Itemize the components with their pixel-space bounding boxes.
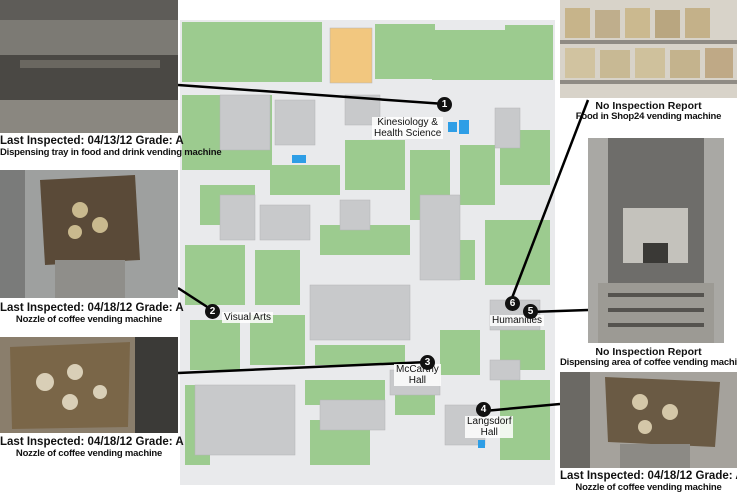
- photo-2-caption: Last Inspected: 04/18/12 Grade: A Nozzle…: [0, 302, 184, 326]
- marker-1[interactable]: 1: [437, 97, 452, 112]
- building-label-langsdorf: Langsdorf Hall: [465, 416, 514, 438]
- marker-4[interactable]: 4: [476, 402, 491, 417]
- marker-6[interactable]: 6: [505, 296, 520, 311]
- photo-4-caption: No Inspection Report Food in Shop24 vend…: [575, 100, 722, 123]
- building-label-humanities: Humanities: [490, 315, 545, 326]
- marker-5[interactable]: 5: [523, 304, 538, 319]
- water: [292, 120, 485, 448]
- marker-3[interactable]: 3: [420, 355, 435, 370]
- photo-3-caption: Last Inspected: 04/18/12 Grade: A Nozzle…: [0, 436, 184, 460]
- buildings: [194, 27, 541, 456]
- leader-lines: [177, 83, 590, 413]
- photo-5-caption: No Inspection Report Dispensing area of …: [560, 346, 737, 369]
- building-label-mccarthy: McCarthy Hall: [394, 364, 441, 386]
- photo-coffee-nozzle-3: [0, 337, 178, 433]
- photo-6-caption: Last Inspected: 04/18/12 Grade: A Nozzle…: [560, 470, 737, 494]
- photo-coffee-dispensing-area: [588, 138, 724, 343]
- building-label-visual-arts: Visual Arts: [222, 312, 274, 323]
- building-label-kinesiology: Kinesiology & Health Science: [372, 117, 444, 139]
- photo-coffee-nozzle-2: [0, 170, 178, 298]
- marker-2[interactable]: 2: [205, 304, 220, 319]
- photo-1-caption: Last Inspected: 04/13/12 Grade: A Dispen…: [0, 135, 222, 159]
- photo-dispensing-tray: [0, 0, 178, 133]
- photo-coffee-nozzle-6: [560, 372, 737, 468]
- photo-shop24-food: [560, 0, 737, 98]
